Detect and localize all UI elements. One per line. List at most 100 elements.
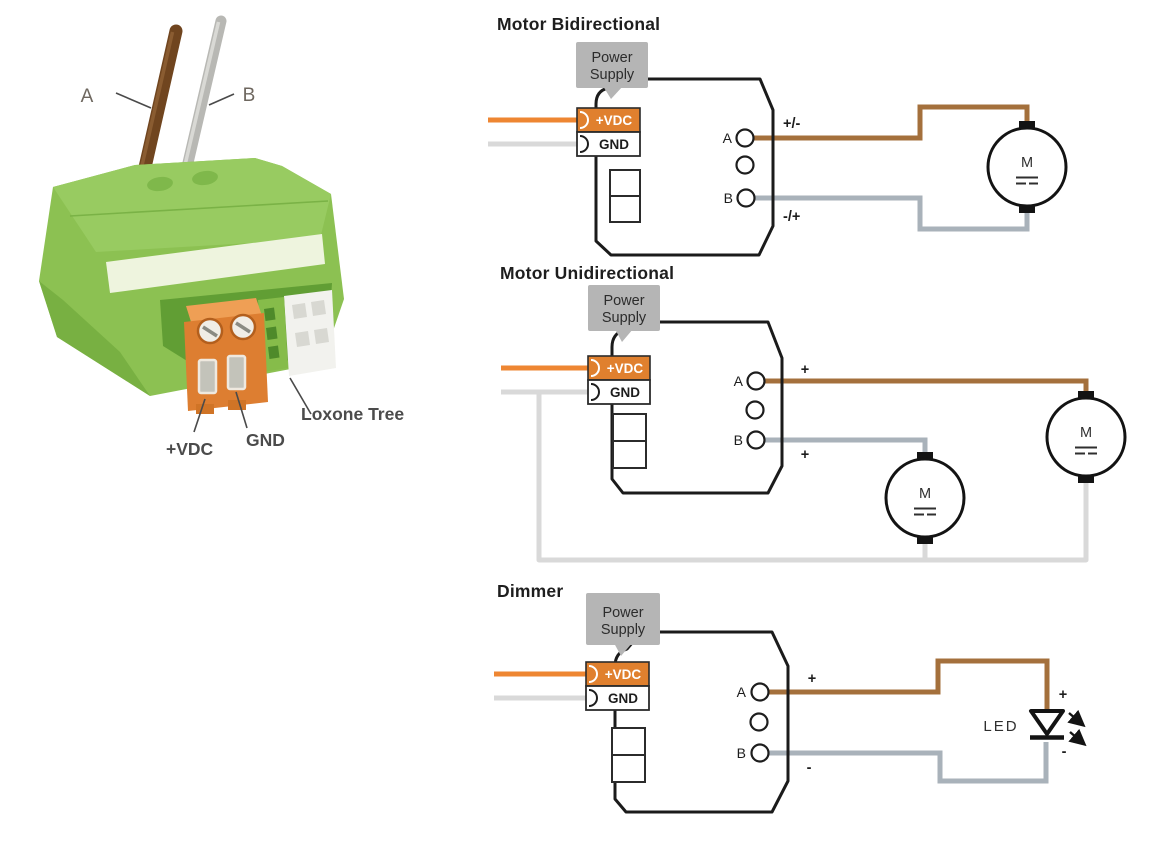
callout-bubble <box>586 593 660 645</box>
callout-tail <box>603 86 623 99</box>
gnd-terminal-label: GND <box>599 137 629 152</box>
body-top-face <box>53 158 331 252</box>
gnd-clamp-icon <box>590 383 600 401</box>
gray-wire-highlight <box>180 21 221 179</box>
diagram-title: Dimmer <box>497 581 563 601</box>
orange-terminal-block <box>184 298 268 414</box>
vdc-terminal-label: +VDC <box>605 667 642 682</box>
terminal-block: +VDC GND <box>587 355 651 405</box>
body-shadow-left <box>39 281 150 396</box>
gnd-clamp-icon <box>579 135 589 153</box>
polarity-b-label: + <box>801 447 809 463</box>
polarity-a-label: +/- <box>783 116 800 132</box>
vdc-terminal-label: +VDC <box>607 361 644 376</box>
leader-vdc <box>193 398 206 433</box>
screw-slot <box>235 321 251 334</box>
polarity-a-label: + <box>801 362 809 378</box>
photo-wire-b <box>178 15 227 186</box>
port-b <box>736 188 756 208</box>
port-b <box>746 430 766 450</box>
callout-bubble <box>588 285 660 331</box>
motor-label: M <box>1021 155 1033 171</box>
wire-grommet-a <box>147 176 173 192</box>
device-illustration: A B +VDC GND Loxone Tree <box>39 15 404 459</box>
polarity-b-label: -/+ <box>783 209 800 225</box>
green-slot <box>264 307 276 321</box>
motor-label: M <box>919 486 931 502</box>
output-a-wire <box>764 378 1089 396</box>
leader-tree <box>289 377 312 415</box>
led-anode-label: + <box>1059 687 1067 703</box>
output-b-wire <box>754 195 1030 232</box>
wire-a-label: A <box>81 86 94 107</box>
led-cathode-label: - <box>1062 744 1067 760</box>
screw-slot <box>202 325 218 338</box>
tree-port-box <box>611 727 646 756</box>
led-symbol: LED + - <box>983 687 1087 760</box>
port-a <box>735 128 755 148</box>
motor-label: M <box>1080 425 1092 441</box>
power-supply-line2: Supply <box>601 622 646 638</box>
power-supply-line2: Supply <box>590 67 635 83</box>
wire-entry-gnd <box>226 354 247 391</box>
body-stripe <box>106 234 325 293</box>
tree-connector <box>284 290 336 376</box>
brown-wire-highlight <box>136 31 175 184</box>
tree-slot <box>295 331 310 347</box>
callout-tail <box>615 329 633 342</box>
terminal-block: +VDC GND <box>585 661 650 711</box>
output-a-wire <box>753 104 1030 141</box>
port-mid <box>745 400 765 420</box>
photo-wire-a <box>134 24 183 192</box>
led-light-arrow <box>1067 709 1086 728</box>
tree-slot <box>292 303 307 319</box>
output-b-wire <box>769 742 1049 784</box>
tree-port-box <box>609 169 641 197</box>
tree-connector-body <box>284 290 336 376</box>
leader-b <box>208 93 235 106</box>
port-b-label: B <box>734 432 743 448</box>
tree-port-box <box>612 440 647 469</box>
brown-wire <box>134 24 183 192</box>
callout-tail <box>614 643 632 656</box>
wire-entry-vdc <box>197 358 218 395</box>
port-a-label: A <box>737 684 747 700</box>
terminal-foot <box>228 400 246 410</box>
leader-a <box>115 92 152 109</box>
loxone-tree-label: Loxone Tree <box>301 404 404 424</box>
port-a <box>750 682 770 702</box>
motor-body <box>884 457 966 539</box>
green-slot <box>268 345 280 359</box>
power-supply-line1: Power <box>602 605 643 621</box>
gnd-terminal <box>585 685 650 711</box>
diagram-dimmer: Dimmer +VDC GND Power Supply <box>494 581 1087 814</box>
polarity-a-label: + <box>808 671 816 687</box>
port-mid <box>749 712 769 732</box>
tree-port-box <box>612 413 647 442</box>
lid-seam <box>69 200 329 217</box>
diagram-motor-bidirectional: Motor Bidirectional +VDC GND Power Suppl… <box>488 14 1068 257</box>
power-supply-callout: Power Supply <box>576 42 648 99</box>
diagram-title: Motor Bidirectional <box>497 14 660 34</box>
gnd-clamp-icon <box>588 689 598 707</box>
tree-slot <box>314 328 329 344</box>
gnd-label: GND <box>246 430 285 450</box>
output-b-wire <box>764 437 928 456</box>
output-a-wire <box>768 658 1050 712</box>
port-b-label: B <box>737 745 746 761</box>
diagram-motor-unidirectional: Motor Unidirectional +VDC GND Power Supp… <box>500 263 1127 563</box>
motor-body <box>1045 396 1127 478</box>
terminal-foot <box>196 404 214 414</box>
vdc-label: +VDC <box>166 439 214 459</box>
tree-port-box <box>609 195 641 223</box>
leader-gnd <box>235 391 248 429</box>
power-supply-line1: Power <box>591 50 632 66</box>
terminal-block: +VDC GND <box>576 107 641 157</box>
power-supply-callout: Power Supply <box>588 285 660 342</box>
led-diode-triangle <box>1029 709 1065 736</box>
port-a <box>746 371 766 391</box>
power-supply-callout: Power Supply <box>586 593 660 656</box>
motor-symbol-left: M <box>884 452 966 544</box>
vdc-clamp-icon <box>579 111 589 129</box>
